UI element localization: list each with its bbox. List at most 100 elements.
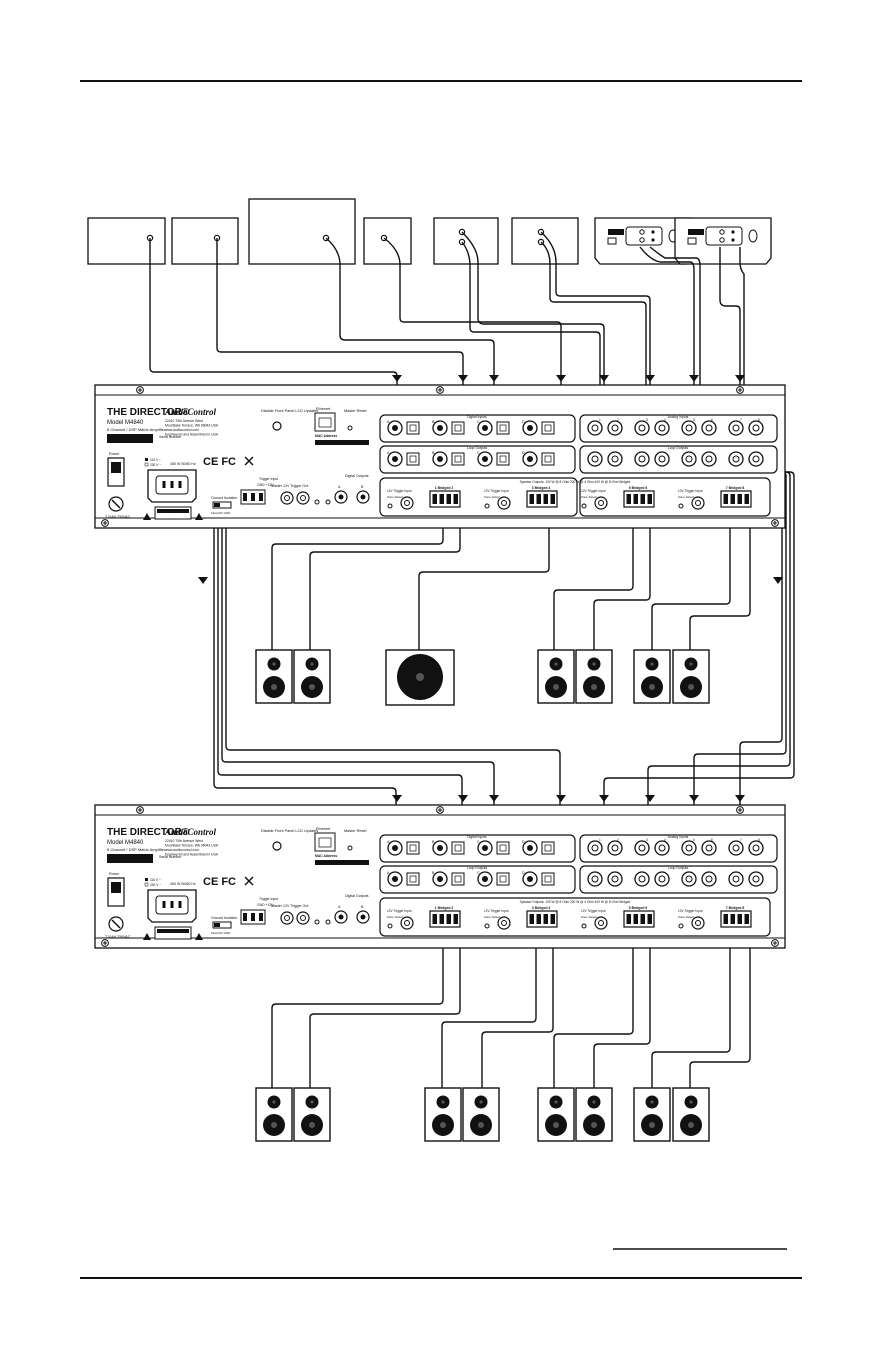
channel-letter: D (522, 840, 525, 844)
mac-label: MAC Address (315, 854, 337, 858)
arrow-down-icon (689, 795, 699, 802)
woofer-center (649, 1122, 655, 1128)
lcd-button-icon (272, 421, 282, 431)
source-box (171, 217, 239, 265)
port-block (608, 229, 624, 235)
channel-letter: D (522, 451, 525, 455)
jack-icon (651, 230, 655, 234)
source-device-3 (248, 198, 356, 265)
arrow-down-icon (198, 577, 208, 584)
terminal-screw (439, 494, 444, 504)
cable (689, 930, 751, 1090)
warning-icon (195, 933, 203, 940)
jack-center (482, 845, 488, 851)
terminal-screw (243, 913, 247, 921)
cable (540, 231, 651, 428)
zone-select-label: Zone Select (678, 915, 694, 919)
tweeter-center (554, 662, 558, 666)
jack-center (685, 424, 693, 432)
terminal-screw (439, 914, 444, 924)
loop-outputs-label: Loop Outputs (668, 446, 689, 450)
woofer-center (688, 684, 694, 690)
led-icon (325, 919, 331, 925)
jack-center (360, 494, 366, 500)
terminal-screw (446, 914, 451, 924)
iec-pin (170, 481, 174, 488)
jack-center (437, 456, 443, 462)
channel-letter: C (477, 451, 480, 455)
arrow-down-icon (773, 577, 783, 584)
ground-label: Ground Isolation (211, 496, 237, 500)
zone-led-icon (387, 923, 393, 929)
jack-center (705, 424, 713, 432)
ethernet-label: Ethernet (316, 407, 331, 411)
jack-center (437, 425, 443, 431)
jack-center (527, 876, 533, 882)
terminal-screw (744, 914, 749, 924)
power-label: Power (109, 872, 120, 876)
fuse-slot (111, 919, 121, 929)
channel-letter: A (387, 840, 390, 844)
tweeter-center (554, 1100, 558, 1104)
serial-label: Serial Number (159, 435, 182, 439)
jack-center (752, 424, 760, 432)
product-name: THE DIRECTOR® (107, 827, 190, 838)
speaker-terminal-icon (429, 490, 461, 508)
channel-number: 7 (740, 418, 742, 422)
ethernet-socket (318, 837, 332, 848)
description-label: 8 Channel / DSP Matrix Amplifier (107, 847, 166, 852)
channel-letter: A (387, 420, 390, 424)
model-label: Model M4840 (107, 840, 144, 846)
tweeter-center (310, 662, 314, 666)
terminal-screw (550, 494, 555, 504)
address-line: Engineered and Assembled in USA (165, 433, 219, 437)
channel-letter: C (477, 840, 480, 844)
power-rating: 450 W 50/60 Hz (170, 882, 196, 886)
ground-switch-knob (214, 923, 220, 927)
mac-plate (315, 860, 369, 865)
jack-center (752, 455, 760, 463)
terminal-screw (730, 494, 735, 504)
caution-label: CAUTION (165, 510, 181, 514)
jack-center (658, 844, 666, 852)
serial-label: Serial Number (159, 855, 182, 859)
jack-center (611, 844, 619, 852)
cable (216, 238, 464, 428)
terminal-screw (543, 494, 548, 504)
terminal-screw (259, 493, 263, 501)
weee-icon (244, 456, 254, 466)
terminal-screw (529, 494, 534, 504)
voltage-box (145, 458, 148, 461)
zone-select-label: Zone Select (387, 915, 403, 919)
jack-center (611, 424, 619, 432)
jack-center (658, 455, 666, 463)
reset-button-icon (347, 425, 353, 431)
arrow-down-icon (556, 795, 566, 802)
terminal-screw (536, 494, 541, 504)
cable (461, 241, 601, 428)
channel-letter: C (477, 871, 480, 875)
channel-letter: B (432, 420, 435, 424)
channel-number: 6 (711, 418, 713, 422)
loop-outputs-panel-analog (579, 445, 778, 474)
jack-center (404, 500, 410, 506)
jack-center (527, 845, 533, 851)
speaker-icon (462, 1087, 500, 1142)
cable (481, 930, 554, 1090)
cable (651, 510, 731, 652)
serial-plate (107, 434, 153, 443)
address-line: www.audiocontrol.com (165, 848, 199, 852)
loop-outputs-panel-analog (579, 865, 778, 894)
jack-center (404, 920, 410, 926)
voltage-line: 115 V ~ (150, 458, 161, 462)
jack-center (591, 455, 599, 463)
jack-center (695, 500, 701, 506)
caution-bar (157, 509, 189, 513)
model-label: Model M4840 (107, 420, 144, 426)
digital-outputs-label: Digital Outputs (345, 474, 369, 478)
optical-port-inner (544, 455, 552, 463)
optical-port-inner (499, 455, 507, 463)
terminal-screw (432, 494, 437, 504)
